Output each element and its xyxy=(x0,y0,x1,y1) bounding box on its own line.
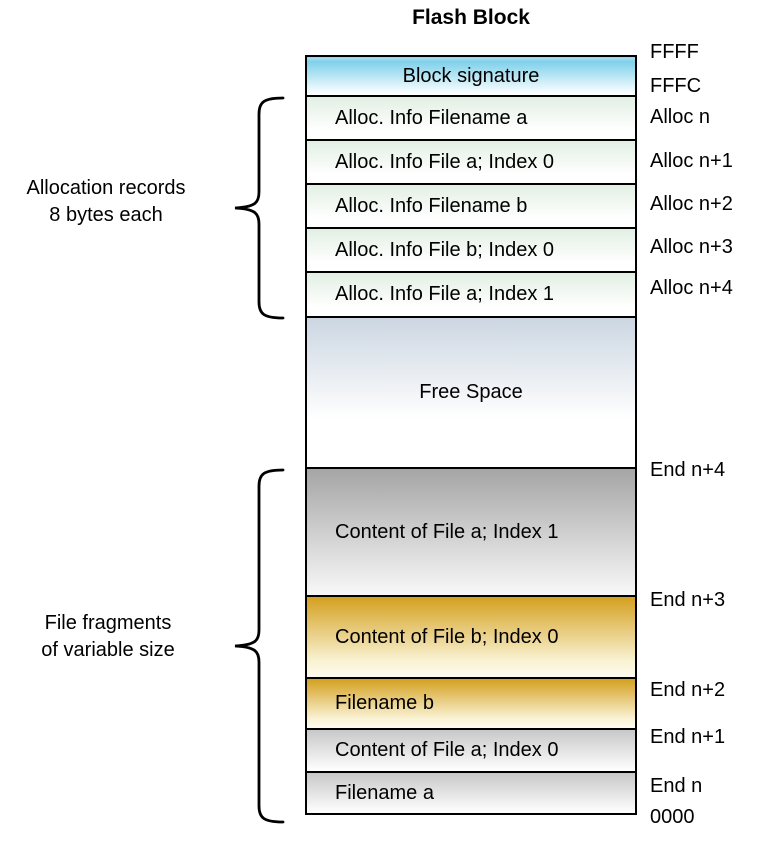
segment-content-file-a-index-1: Content of File a; Index 1 xyxy=(307,469,635,597)
segment-content-file-b-index-0: Content of File b; Index 0 xyxy=(307,597,635,679)
allocation-records-note-line1: Allocation records xyxy=(26,177,186,199)
file-fragments-note-line1: File fragments xyxy=(44,612,172,634)
address-label-end-n3: End n+3 xyxy=(650,589,726,611)
file-fragments-note-line2: of variable size xyxy=(41,639,175,661)
segment-filename-b: Filename b xyxy=(307,679,635,730)
segment-alloc-info-file-a-index-0: Alloc. Info File a; Index 0 xyxy=(307,141,635,185)
allocation-records-note: Allocation records 8 bytes each xyxy=(0,175,212,229)
address-label-0000: 0000 xyxy=(650,806,695,828)
address-label-alloc-n4: Alloc n+4 xyxy=(650,277,733,299)
segment-alloc-info-file-b-index-0: Alloc. Info File b; Index 0 xyxy=(307,229,635,273)
diagram-title: Flash Block xyxy=(412,6,530,29)
address-label-alloc-n3: Alloc n+3 xyxy=(650,236,733,258)
curly-brace-file-fragments-icon xyxy=(234,468,285,824)
file-fragments-note: File fragments of variable size xyxy=(0,610,216,664)
address-label-ffff: FFFF xyxy=(650,41,699,63)
address-label-alloc-n1: Alloc n+1 xyxy=(650,150,733,172)
segment-alloc-info-filename-a: Alloc. Info Filename a xyxy=(307,97,635,141)
flash-block-stack: Block signature Alloc. Info Filename a A… xyxy=(305,55,637,815)
segment-block-signature: Block signature xyxy=(307,57,635,97)
segment-alloc-info-file-a-index-1: Alloc. Info File a; Index 1 xyxy=(307,273,635,318)
segment-alloc-info-filename-b: Alloc. Info Filename b xyxy=(307,185,635,229)
segment-free-space: Free Space xyxy=(307,318,635,469)
address-label-alloc-n2: Alloc n+2 xyxy=(650,193,733,215)
address-label-alloc-n: Alloc n xyxy=(650,106,711,128)
address-label-fffc: FFFC xyxy=(650,75,702,97)
segment-content-file-a-index-0: Content of File a; Index 0 xyxy=(307,730,635,773)
segment-filename-a: Filename a xyxy=(307,773,635,813)
allocation-records-note-line2: 8 bytes each xyxy=(49,204,163,226)
curly-brace-allocation-records-icon xyxy=(234,96,285,320)
address-label-end-n4: End n+4 xyxy=(650,459,726,481)
address-label-end-n: End n xyxy=(650,775,703,797)
address-label-end-n1: End n+1 xyxy=(650,726,726,748)
address-label-end-n2: End n+2 xyxy=(650,679,726,701)
